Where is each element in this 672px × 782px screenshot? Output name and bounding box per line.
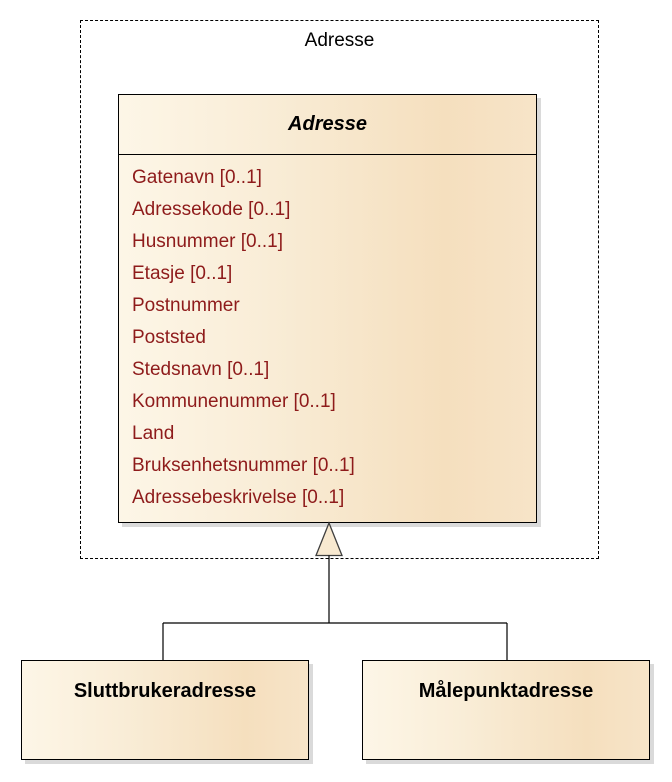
class-malepunktadresse[interactable]: Målepunktadresse [362,660,650,760]
class-attribute: Adressekode [0..1] [132,199,291,220]
class-name: Sluttbrukeradresse [73,680,257,702]
package-title: Adresse [304,30,375,51]
class-attribute: Husnummer [0..1] [132,231,283,252]
class-attribute: Land [132,423,175,444]
attribute-list: Gatenavn [0..1] Adressekode [0..1] Husnumm… [119,155,536,514]
class-attribute: Bruksenhetsnummer [0..1] [132,455,355,476]
class-attribute: Gatenavn [0..1] [132,167,262,188]
class-name: Målepunktadresse [418,680,594,702]
class-sluttbrukeradresse[interactable]: Sluttbrukeradresse [21,660,309,760]
class-attribute: Kommunenummer [0..1] [132,391,336,412]
class-name: Adresse [119,95,536,155]
class-attribute: Adressebeskrivelse [0..1] [132,487,345,508]
class-attribute: Etasje [0..1] [132,263,233,284]
class-attribute: Postnummer [132,295,240,316]
class-attribute: Stedsnavn [0..1] [132,359,270,380]
class-adresse[interactable]: Adresse Gatenavn [0..1] Adressekode [0..1… [118,94,537,523]
class-attribute: Poststed [132,327,206,348]
package-adresse: Adresse [80,20,599,559]
